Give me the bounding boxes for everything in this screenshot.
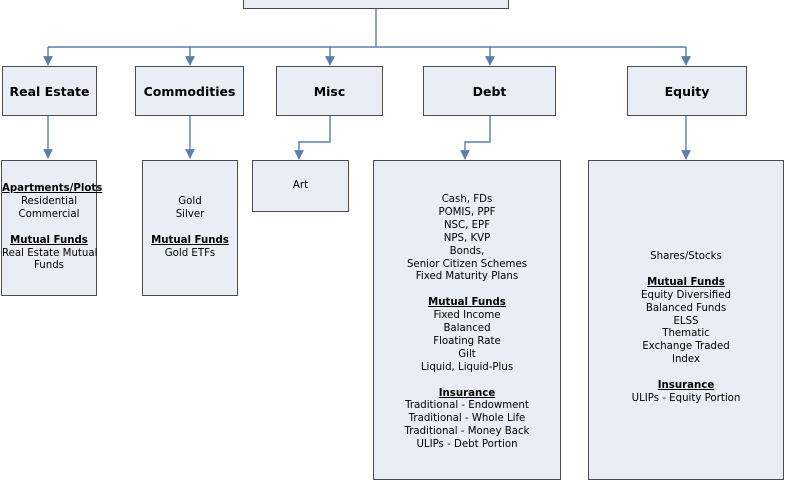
detail-item: Gold ETFs — [164, 247, 216, 259]
detail-item: Index — [671, 354, 701, 366]
category-label: Commodities — [143, 83, 236, 99]
detail-item: ULIPs - Debt Portion — [416, 439, 518, 451]
detail-item: Funds — [34, 260, 64, 272]
connector-debt-detail — [460, 116, 491, 160]
detail-item: Art — [292, 180, 309, 191]
detail-item: Fixed Income — [433, 310, 501, 322]
detail-item: Real Estate Mutual — [2, 247, 98, 259]
detail-real-estate: Apartments/Plots Residential Commercial … — [1, 160, 103, 296]
detail-item: Residential — [20, 195, 78, 207]
detail-item: Balanced — [443, 323, 491, 335]
detail-item: Liquid, Liquid-Plus — [420, 361, 514, 373]
detail-commodities: Gold Silver Mutual Funds Gold ETFs — [142, 160, 238, 296]
group-heading: Mutual Funds — [10, 234, 88, 246]
category-label: Equity — [664, 83, 710, 99]
group-heading: Apartments/Plots — [2, 183, 103, 194]
detail-item: Shares/Stocks — [650, 251, 722, 262]
category-misc: Misc — [276, 66, 383, 116]
category-label: Real Estate — [9, 83, 90, 99]
group-heading: Mutual Funds — [151, 234, 229, 246]
detail-item: Floating Rate — [433, 335, 501, 347]
detail-item: Gold — [178, 196, 202, 207]
connector-misc-detail — [294, 116, 331, 160]
detail-item: Exchange Traded — [642, 341, 730, 353]
root-box — [243, 0, 509, 9]
detail-item: NSC, EPF — [443, 219, 491, 231]
detail-item: Gilt — [458, 348, 476, 360]
group-heading: Mutual Funds — [428, 297, 506, 309]
detail-equity: Shares/Stocks Mutual Funds Equity Divers… — [588, 160, 784, 480]
detail-item: NPS, KVP — [443, 232, 491, 244]
detail-item: Fixed Maturity Plans — [415, 271, 519, 283]
group-heading: Insurance — [657, 380, 715, 392]
category-commodities: Commodities — [135, 66, 244, 116]
detail-item: POMIS, PPF — [438, 206, 496, 218]
detail-item: Traditional - Money Back — [404, 426, 530, 438]
detail-item: Bonds, — [449, 245, 485, 257]
group-heading: Insurance — [438, 387, 496, 399]
detail-item: Equity Diversified — [641, 289, 731, 301]
category-label: Misc — [313, 83, 346, 99]
detail-debt: Cash, FDs POMIS, PPF NSC, EPF NPS, KVP B… — [373, 160, 561, 480]
detail-misc: Art — [252, 160, 349, 212]
category-real-estate: Real Estate — [2, 66, 97, 116]
category-equity: Equity — [627, 66, 747, 116]
category-label: Debt — [472, 83, 507, 99]
detail-item: Thematic — [662, 328, 710, 340]
group-heading: Mutual Funds — [647, 276, 725, 288]
detail-item: ULIPs - Equity Portion — [631, 392, 741, 404]
detail-item: Cash, FDs — [441, 194, 493, 205]
detail-item: Traditional - Whole Life — [408, 413, 526, 425]
detail-item: Commercial — [18, 208, 80, 220]
detail-item: Senior Citizen Schemes — [406, 258, 528, 270]
detail-item: Silver — [175, 208, 205, 220]
detail-item: ELSS — [673, 315, 699, 327]
category-debt: Debt — [423, 66, 556, 116]
detail-item: Balanced Funds — [645, 302, 727, 314]
detail-item: Traditional - Endowment — [405, 400, 529, 412]
